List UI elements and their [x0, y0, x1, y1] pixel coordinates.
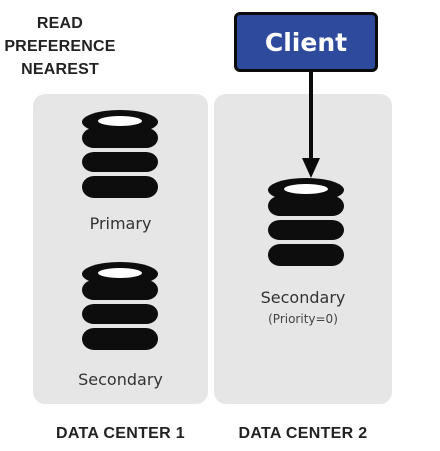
database-icon [268, 178, 344, 266]
read-preference-line-1: READ [36, 15, 84, 32]
dc2-priority-label: (Priority=0) [268, 312, 338, 326]
client-node: Client [234, 12, 378, 72]
read-preference-label: READ PREFERENCE NEAREST [0, 12, 120, 81]
database-icon [82, 262, 158, 350]
read-preference-line-3: NEAREST [21, 61, 99, 78]
dc1-primary-label: Primary [89, 214, 152, 233]
read-preference-line-2: PREFERENCE [4, 38, 116, 55]
data-center-1-label: DATA CENTER 1 [56, 425, 185, 442]
client-label: Client [264, 27, 348, 57]
dc2-secondary-label: Secondary [260, 288, 346, 307]
dc1-secondary-label: Secondary [78, 370, 163, 389]
data-center-2-label: DATA CENTER 2 [238, 425, 368, 442]
database-icon [82, 110, 158, 198]
